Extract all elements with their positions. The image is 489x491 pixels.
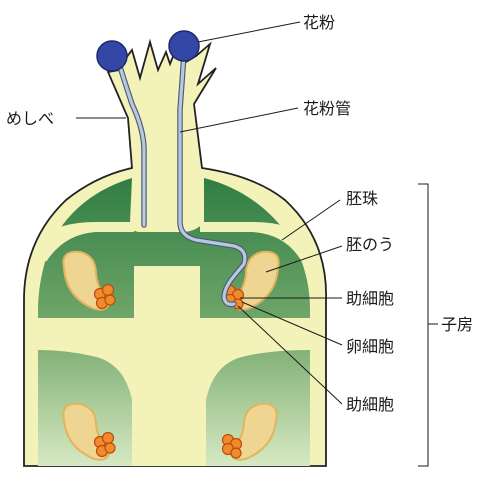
label-synergid-upper: 助細胞: [346, 289, 394, 308]
leader-pollen-tube: [180, 108, 298, 132]
label-embryo-sac: 胚のう: [346, 235, 394, 254]
label-pollen-tube: 花粉管: [303, 99, 351, 118]
label-pistil: めしべ: [6, 109, 54, 128]
leader-pollen: [198, 22, 300, 42]
label-synergid-lower: 助細胞: [346, 395, 394, 414]
ovary-bracket: [418, 184, 428, 466]
pollen-grain-left: [97, 41, 127, 71]
label-egg-cell: 卵細胞: [346, 337, 394, 356]
pollen-grain-right: [169, 31, 199, 61]
label-ovule: 胚珠: [346, 189, 378, 208]
label-pollen: 花粉: [303, 13, 335, 32]
label-ovary: 子房: [441, 315, 473, 334]
